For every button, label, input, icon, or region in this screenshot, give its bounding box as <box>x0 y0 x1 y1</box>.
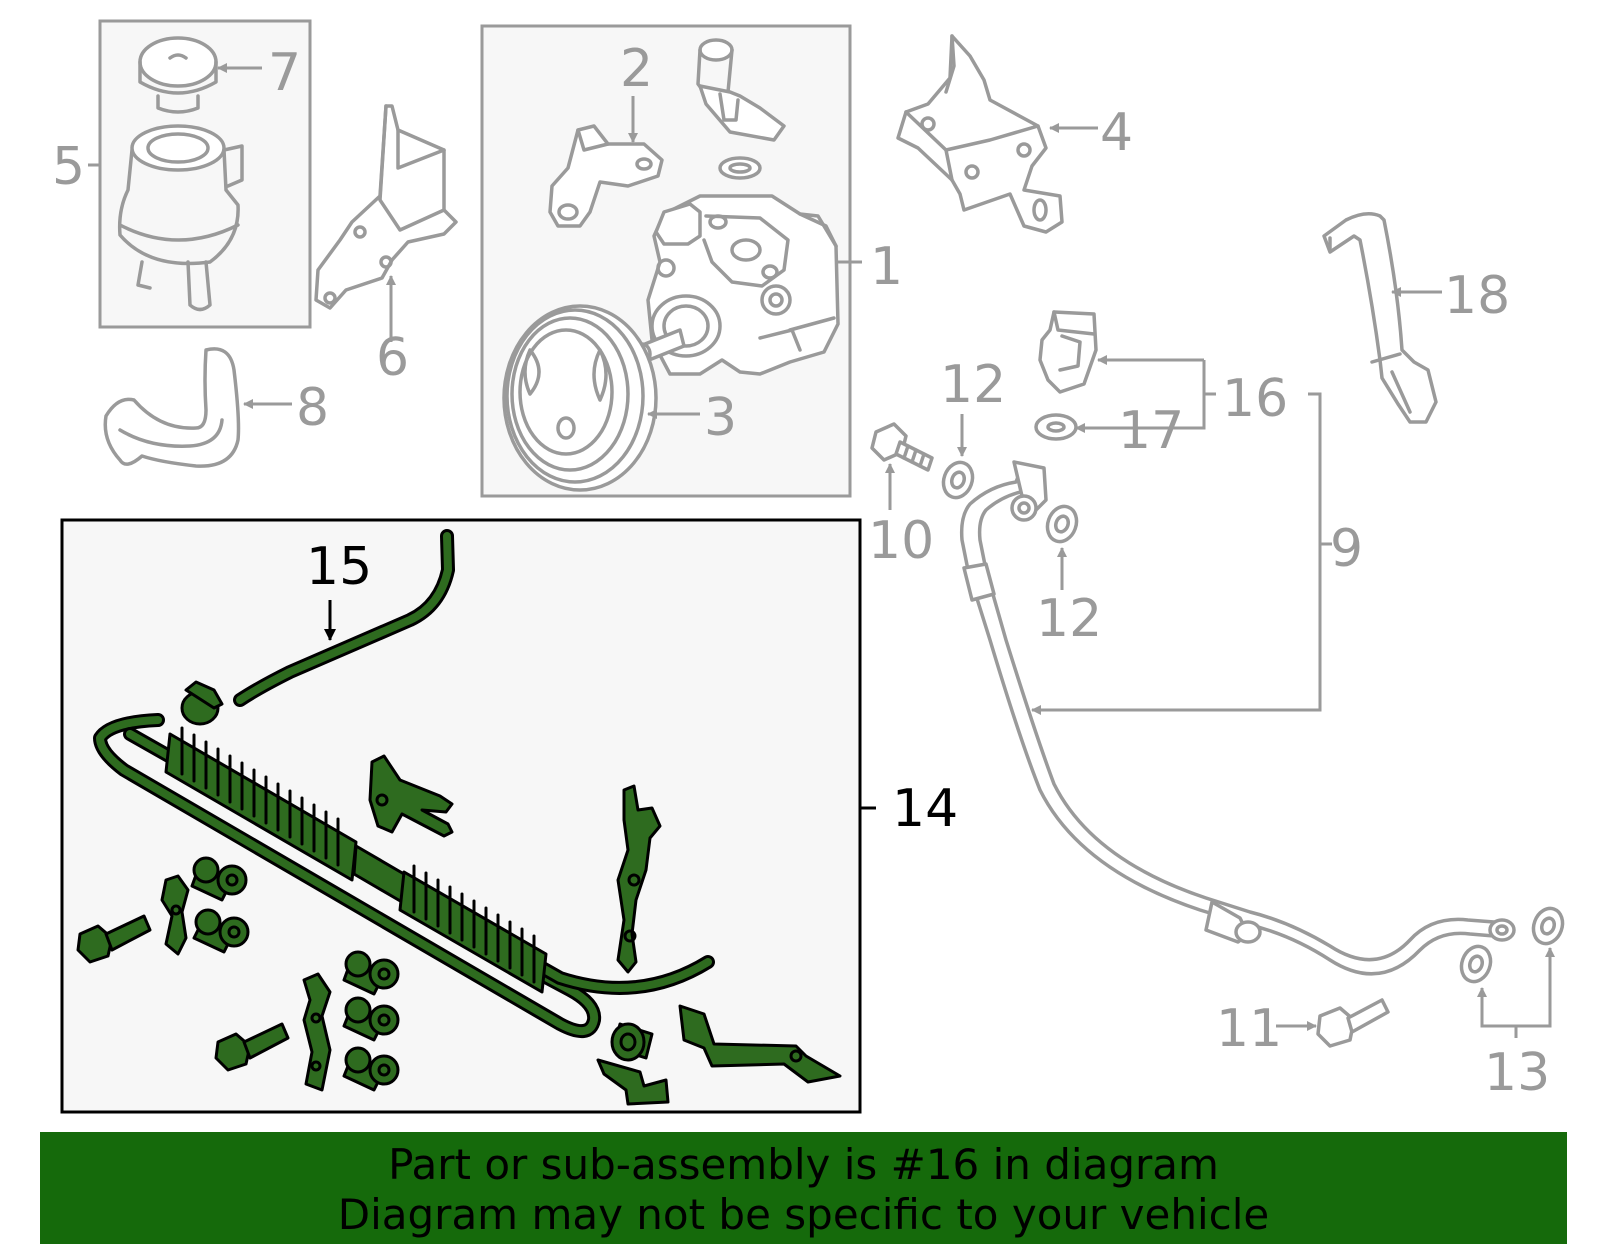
banner-line-1: Part or sub-assembly is #16 in diagram <box>388 1140 1219 1189</box>
callout-12-top: 12 <box>940 355 1006 415</box>
pulley-3 <box>502 304 658 492</box>
callout-11: 11 <box>1216 999 1282 1059</box>
callout-16: 14 <box>892 779 958 839</box>
grommet-3 <box>342 950 400 996</box>
callout-2: 2 <box>620 39 653 99</box>
hose-clamp <box>180 680 224 726</box>
washer-12-top: 12 <box>940 355 1006 500</box>
grommet-2 <box>192 908 250 954</box>
pipe-18: 18 <box>1322 212 1510 424</box>
callout-18: 18 <box>1444 266 1510 326</box>
highlight-box <box>60 518 862 1114</box>
washer-15: 17 <box>1034 401 1184 461</box>
pump-body <box>646 194 840 376</box>
grommet-4 <box>342 996 400 1042</box>
callout-5: 5 <box>52 137 85 197</box>
callout-9: 9 <box>1330 519 1363 579</box>
callout-12-bottom: 12 <box>1036 589 1102 649</box>
callout-1: 1 <box>870 237 903 297</box>
hose-8: 8 <box>103 347 329 468</box>
sensor-14: 16 <box>1038 310 1288 433</box>
cooler-fins-right <box>398 864 548 994</box>
clip-center <box>302 972 332 1092</box>
callout-15: 17 <box>1118 401 1184 461</box>
clip-left <box>160 874 190 956</box>
bolt-left <box>76 914 152 964</box>
grommet-1 <box>190 856 248 902</box>
pressure-line-9: 9 <box>959 392 1516 976</box>
callout-14: 16 <box>1222 369 1288 429</box>
info-banner: Part or sub-assembly is #16 in diagram D… <box>40 1132 1567 1244</box>
reservoir-group: 7 5 <box>52 19 312 329</box>
bracket-lower <box>596 1004 842 1106</box>
reservoir-cap <box>138 36 218 114</box>
reservoir-body <box>117 124 244 312</box>
bolt-center <box>214 1022 290 1072</box>
bracket-2 <box>548 124 664 228</box>
callout-3: 3 <box>704 388 737 448</box>
cooler-fins-left <box>164 726 358 882</box>
bracket-4: 4 <box>896 34 1133 234</box>
pump-group: 2 1 <box>480 24 903 498</box>
washers-13: 13 <box>1459 906 1565 1103</box>
callout-8: 8 <box>296 378 329 438</box>
callout-10: 10 <box>868 511 934 571</box>
callout-4: 4 <box>1100 103 1133 163</box>
grommet-6 <box>610 1022 654 1062</box>
banner-line-2: Diagram may not be specific to your vehi… <box>337 1190 1270 1239</box>
pump-fitting <box>696 38 786 142</box>
callout-7: 7 <box>268 43 301 103</box>
bolt-11: 11 <box>1216 998 1390 1059</box>
bracket-upper <box>368 754 454 838</box>
cooler-assembly-16[interactable]: 15 <box>60 518 958 1114</box>
bracket-vertical <box>616 784 662 974</box>
callout-17: 15 <box>306 537 372 597</box>
grommet-5 <box>342 1046 400 1092</box>
bolt-10: 10 <box>868 422 934 571</box>
o-ring <box>718 156 762 180</box>
bracket-6: 6 <box>314 104 458 388</box>
washer-12-bottom: 12 <box>1036 504 1102 649</box>
callout-6: 6 <box>376 328 409 388</box>
hose-17[interactable]: 15 <box>233 529 455 707</box>
callout-13: 13 <box>1484 1043 1550 1103</box>
